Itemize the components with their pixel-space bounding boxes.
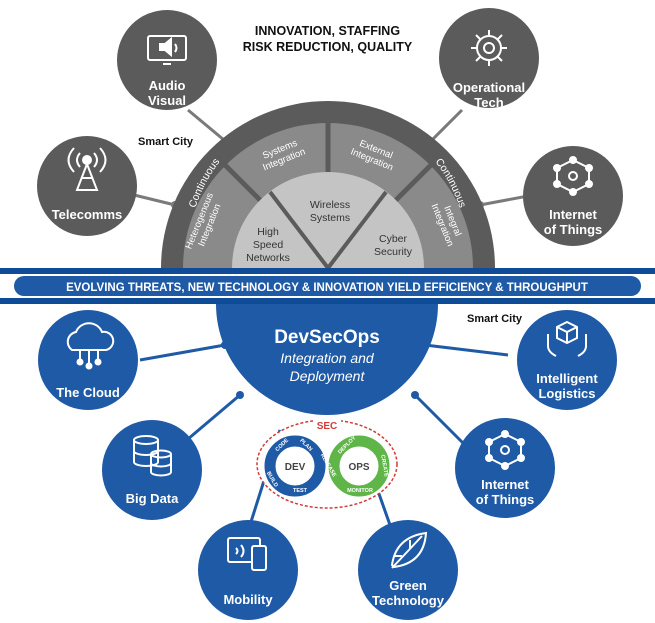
svg-text:Networks: Networks	[246, 252, 290, 264]
svg-text:Operational: Operational	[453, 80, 525, 95]
svg-text:Internet: Internet	[549, 207, 597, 222]
header-line-1: INNOVATION, STAFFING	[254, 24, 401, 38]
svg-text:Internet: Internet	[481, 477, 529, 492]
banner-text: EVOLVING THREATS, NEW TECHNOLOGY & INNOV…	[66, 282, 588, 294]
banner-top-rule	[0, 268, 655, 274]
top-node-iot: Internet of Things	[523, 146, 623, 246]
database-icon	[133, 435, 172, 477]
bottom-node-cloud: The Cloud	[38, 310, 138, 410]
network-nodes-icon	[485, 430, 525, 470]
svg-text:Telecomms: Telecomms	[52, 207, 123, 222]
network-nodes-icon	[553, 156, 593, 196]
inner-core	[232, 172, 424, 268]
svg-text:High: High	[257, 226, 279, 238]
hub-subtitle-2: Deployment	[290, 368, 366, 384]
svg-text:The Cloud: The Cloud	[56, 385, 120, 400]
ops-loop	[328, 435, 390, 497]
svg-text:Mobility: Mobility	[223, 592, 273, 607]
connector-iot-top	[479, 194, 529, 207]
svg-text:Audio: Audio	[149, 78, 186, 93]
devsecops-loop: SEC DEV OPS CODE PLAN RELEASE DEPLOY CRE…	[256, 418, 398, 509]
svg-text:Green: Green	[389, 578, 427, 593]
broadcast-tower-icon	[67, 147, 107, 191]
stage-create: CREATE	[379, 454, 389, 477]
header-line-2: RISK REDUCTION, QUALITY	[242, 40, 413, 54]
arc-label-top: Validated Design Planning	[265, 69, 391, 95]
stage-monitor: MONITOR	[347, 488, 373, 494]
devsecops-hub	[216, 304, 438, 415]
svg-text:Speed: Speed	[253, 239, 284, 251]
svg-text:Technology: Technology	[372, 593, 445, 608]
bottom-node-iot: Internet of Things	[455, 418, 555, 518]
smart-city-label-bottom: Smart City	[467, 313, 523, 325]
bottom-node-green-technology: Green Technology	[358, 520, 458, 620]
svg-text:Tech: Tech	[474, 95, 503, 110]
segment-high-speed-networks: High Speed Networks	[246, 226, 290, 264]
svg-text:of Things: of Things	[544, 222, 603, 237]
dev-label: DEV	[285, 462, 306, 473]
svg-text:Systems: Systems	[310, 212, 350, 224]
monitor-speaker-icon	[147, 35, 187, 65]
hands-box-icon	[547, 320, 587, 357]
stage-test: TEST	[293, 488, 308, 494]
dev-loop	[264, 435, 326, 497]
segment-cyber-security: Cyber Security	[374, 233, 413, 258]
ops-label: OPS	[348, 462, 369, 473]
cloud-network-icon	[66, 322, 115, 370]
svg-text:Big Data: Big Data	[126, 491, 180, 506]
sec-label: SEC	[317, 421, 338, 432]
svg-text:Security: Security	[374, 246, 413, 258]
svg-text:Intelligent: Intelligent	[536, 371, 598, 386]
svg-text:Wireless: Wireless	[310, 199, 350, 211]
hub-subtitle-1: Integration and	[280, 350, 375, 366]
svg-text:Cyber: Cyber	[379, 233, 408, 245]
gear-circuit-icon	[471, 30, 507, 66]
inner-dividers	[268, 190, 388, 270]
connector-telecom	[129, 192, 176, 207]
smart-city-label-top: Smart City	[138, 136, 194, 148]
bottom-node-intelligent-logistics: Intelligent Logistics	[517, 310, 617, 410]
banner-bottom-rule	[0, 298, 655, 304]
top-node-audio-visual: Audio Visual	[117, 10, 217, 110]
svg-text:Visual: Visual	[148, 93, 186, 108]
bottom-node-big-data: Big Data	[102, 420, 202, 520]
devices-icon	[227, 537, 267, 571]
svg-text:of Things: of Things	[476, 492, 535, 507]
top-node-operational-tech: Operational Tech	[439, 8, 539, 110]
bottom-node-mobility: Mobility	[198, 520, 298, 620]
svg-text:Logistics: Logistics	[538, 386, 595, 401]
hub-title: DevSecOps	[274, 327, 380, 348]
segment-wireless-systems: Wireless Systems	[310, 199, 350, 224]
banner-pill	[14, 276, 641, 296]
leaf-icon	[390, 531, 428, 569]
top-node-telecomms: Telecomms	[37, 136, 137, 236]
